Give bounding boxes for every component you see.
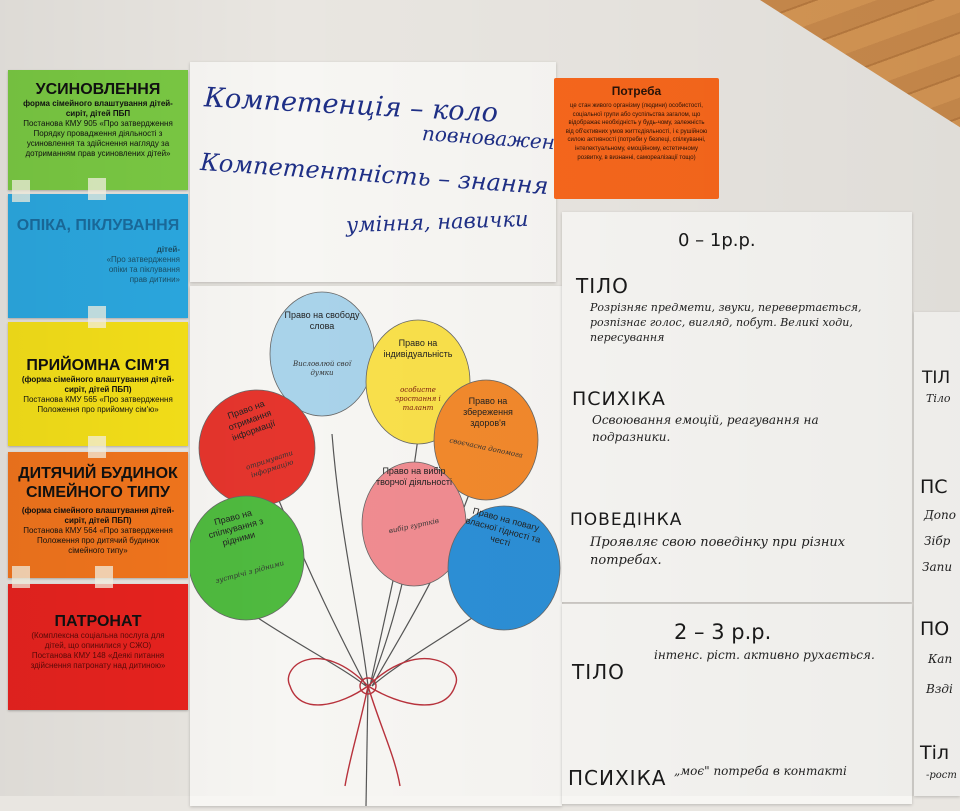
age-heading-2-3: 2 – 3 р.р.: [674, 620, 772, 644]
balloon-note: особисте зростання і талант: [395, 386, 441, 412]
sheet-line: сиріт, дітей ПБП: [65, 109, 131, 118]
fragment-text: Тіл: [920, 742, 950, 764]
balloon-string: [365, 685, 369, 807]
need-title: Потреба: [611, 84, 662, 98]
balloon-string: [371, 615, 476, 687]
sheet-guardianship: ОПІКА, ПІКЛУВАННЯ дітей- «Про затверджен…: [8, 194, 188, 318]
tape: [88, 306, 106, 328]
section-body: ТІЛО: [576, 274, 629, 298]
sheet-line: (форма сімейного влаштування дітей-: [21, 506, 175, 515]
sheet-line: Постанова КМУ 148 «Деякі питання: [31, 651, 165, 660]
section-behavior-text: Проявляє свою поведінку при різних потре…: [590, 535, 846, 568]
balloon-string: [254, 615, 367, 687]
balloon-label: Право на свободу слова: [284, 310, 360, 331]
need-definition-card: Потреба це стан живого організму (людини…: [554, 78, 719, 199]
section-body-2: ТІЛО: [572, 660, 625, 684]
age-heading-0-1: 0 – 1р.р.: [678, 230, 756, 251]
section-psyche: ПСИХІКА: [572, 388, 666, 410]
sheet-family-home: ДИТЯЧИЙ БУДИНОК СІМЕЙНОГО ТИПУ (форма сі…: [8, 452, 188, 578]
sheet-line: Положення про дитячий будинок: [37, 536, 159, 545]
sheet-title: ДИТЯЧИЙ БУДИНОК СІМЕЙНОГО ТИПУ: [18, 465, 178, 501]
fragment-text: Взді: [926, 682, 953, 696]
sheet-line: Порядку провадження діяльності з: [33, 129, 163, 138]
sheet-line: Постанова КМУ 564 «Про затвердження: [23, 526, 173, 535]
section-psyche-2-text: „моє" потреба в контакті: [674, 764, 847, 778]
sheet-foster-family: ПРИЙОМНА СІМ'Я (форма сімейного влаштува…: [8, 322, 188, 446]
sheet-line: (Комплексна соціальна послуга для: [31, 631, 165, 640]
tape: [95, 566, 113, 588]
sheet-line: сиріт, дітей ПБП): [64, 516, 132, 525]
sheet-line: форма сімейного влаштування дітей-: [23, 99, 173, 108]
need-body: це стан живого організму (людини) особис…: [565, 103, 708, 161]
balloons-drawing: [187, 291, 561, 807]
tape: [88, 178, 106, 200]
section-psyche-text: Освоювання емоцій, реагування на подразн…: [592, 413, 819, 444]
balloons-poster: Право на свободу слова Висловлюй свої ду…: [187, 286, 562, 807]
fragment-text: -рост: [926, 770, 957, 781]
sheet-line: дотриманням прав усиновлених дітей»: [25, 149, 171, 158]
balloon-dignity: [447, 505, 561, 631]
balloon-string: [369, 570, 406, 687]
sheet-line: сиріт, дітей ПБП): [64, 385, 132, 394]
sheet-line: «Про затвердження: [106, 255, 180, 264]
sheet-line: Постанова КМУ 565 «Про затвердження: [23, 395, 173, 404]
sheet-line: сімейного типу»: [68, 546, 128, 555]
balloon-label: Право на вибір творчої діяльності: [376, 466, 452, 487]
sheet-adoption: УСИНОВЛЕННЯ форма сімейного влаштування …: [8, 70, 188, 190]
sheet-line: здійснення патронату над дитиною»: [30, 661, 166, 670]
sheet-line: дітей-: [156, 245, 180, 254]
sheet-line: дітей, що опинилися у СЖО): [44, 641, 152, 650]
development-sheet-bottom: 2 – 3 р.р. ТІЛО інтенс. ріст. активно ру…: [562, 604, 912, 804]
tape: [12, 180, 30, 202]
fragment-text: ПС: [920, 476, 948, 498]
wooden-ceiling: [760, 0, 960, 140]
fragment-text: Зібр: [924, 534, 951, 548]
definitions-sheet: Компетенція – коло повноважень Компетент…: [190, 62, 567, 282]
fragment-text: ТІЛ: [922, 368, 951, 388]
balloon-string: [331, 433, 369, 687]
section-behavior: ПОВЕДІНКА: [570, 510, 683, 530]
balloon-label: Право на збереження здоров'я: [463, 396, 513, 428]
definition-competency-2: уміння, навички: [345, 206, 529, 238]
sheet-title: ОПІКА, ПІКЛУВАННЯ: [16, 217, 180, 234]
sheet-line: (форма сімейного влаштування дітей-: [21, 375, 175, 384]
tape: [88, 436, 106, 458]
balloon-label: Право на індивідуальність: [383, 338, 453, 359]
section-body-2-text: інтенс. ріст. активно рухається.: [654, 648, 875, 662]
fragment-text: Запи: [922, 560, 953, 574]
sheet-line: опіки та піклування: [108, 265, 180, 274]
section-body-text: Розрізняє предмети, звуки, перевертаєтьс…: [590, 301, 862, 344]
fragment-text: ПО: [920, 618, 950, 640]
sheet-line: прав дитини»: [129, 275, 180, 284]
fragment-text: Кап: [928, 652, 953, 666]
sheet-title: УСИНОВЛЕННЯ: [35, 81, 161, 98]
definition-competence-2: повноважень: [421, 121, 567, 155]
sheet-title: ПАТРОНАТ: [54, 613, 142, 630]
development-sheet-top: 0 – 1р.р. ТІЛО Розрізняє предмети, звуки…: [562, 212, 912, 602]
definition-competence: Компетенція – коло: [203, 82, 499, 129]
tape: [12, 566, 30, 588]
balloon-health: [433, 379, 539, 501]
fragment-text: Допо: [924, 508, 956, 522]
sheet-line: Постанова КМУ 905 «Про затвердження: [23, 119, 173, 128]
fragment-text: Тіло: [926, 392, 951, 405]
sheet-line: Положення про прийомну сім'ю»: [37, 405, 159, 414]
partial-sheet-right: ТІЛ Тіло ПС Допо Зібр Запи ПО Кап Взді Т…: [914, 312, 960, 796]
definition-competency: Компетентність – знання: [199, 147, 550, 201]
sheet-title: ПРИЙОМНА СІМ'Я: [26, 357, 170, 374]
ribbon-bow: [287, 657, 458, 787]
section-psyche-2: ПСИХІКА: [568, 766, 667, 790]
sheet-line: усиновлення та здійснення нагляду за: [26, 139, 170, 148]
balloon-note: Висловлюй свої думки: [292, 360, 352, 377]
sheet-patronage: ПАТРОНАТ (Комплексна соціальна послуга д…: [8, 584, 188, 710]
